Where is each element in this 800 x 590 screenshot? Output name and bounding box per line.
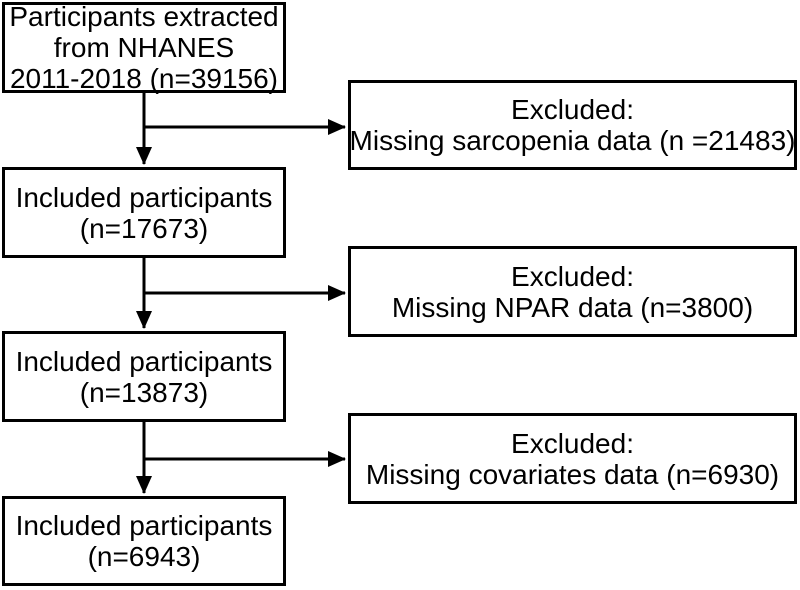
box-excluded-covariates: Excluded: Missing covariates data (n=693… bbox=[348, 413, 797, 504]
box-text-line: Excluded: bbox=[511, 260, 634, 292]
box-text-line: from NHANES bbox=[53, 32, 235, 63]
box-text-line: (n=6943) bbox=[87, 541, 201, 572]
box-text-line: (n=13873) bbox=[79, 376, 209, 408]
box-text-line: Missing sarcopenia data (n =21483) bbox=[349, 125, 796, 156]
box-text-line: Missing covariates data (n=6930) bbox=[365, 458, 780, 490]
box-text-line: Included participants bbox=[15, 181, 273, 213]
box-text-line: Included participants bbox=[15, 345, 273, 377]
box-text-line: Participants extracted bbox=[9, 1, 279, 32]
box-text-line: Excluded: bbox=[511, 94, 634, 125]
box-text-line: Included participants bbox=[15, 510, 273, 541]
box-text-line: Excluded: bbox=[511, 427, 634, 459]
box-participants-extracted: Participants extracted from NHANES 2011-… bbox=[2, 1, 286, 94]
box-included-participants-1: Included participants (n=17673) bbox=[2, 167, 286, 258]
box-excluded-sarcopenia: Excluded: Missing sarcopenia data (n =21… bbox=[348, 80, 797, 170]
box-text-line: (n=17673) bbox=[79, 212, 209, 244]
box-included-participants-2: Included participants (n=13873) bbox=[2, 331, 286, 422]
box-included-participants-3: Included participants (n=6943) bbox=[2, 496, 286, 586]
box-text-line: Missing NPAR data (n=3800) bbox=[391, 291, 754, 323]
box-text-line: 2011-2018 (n=39156) bbox=[9, 63, 279, 94]
box-excluded-npar: Excluded: Missing NPAR data (n=3800) bbox=[348, 246, 797, 337]
